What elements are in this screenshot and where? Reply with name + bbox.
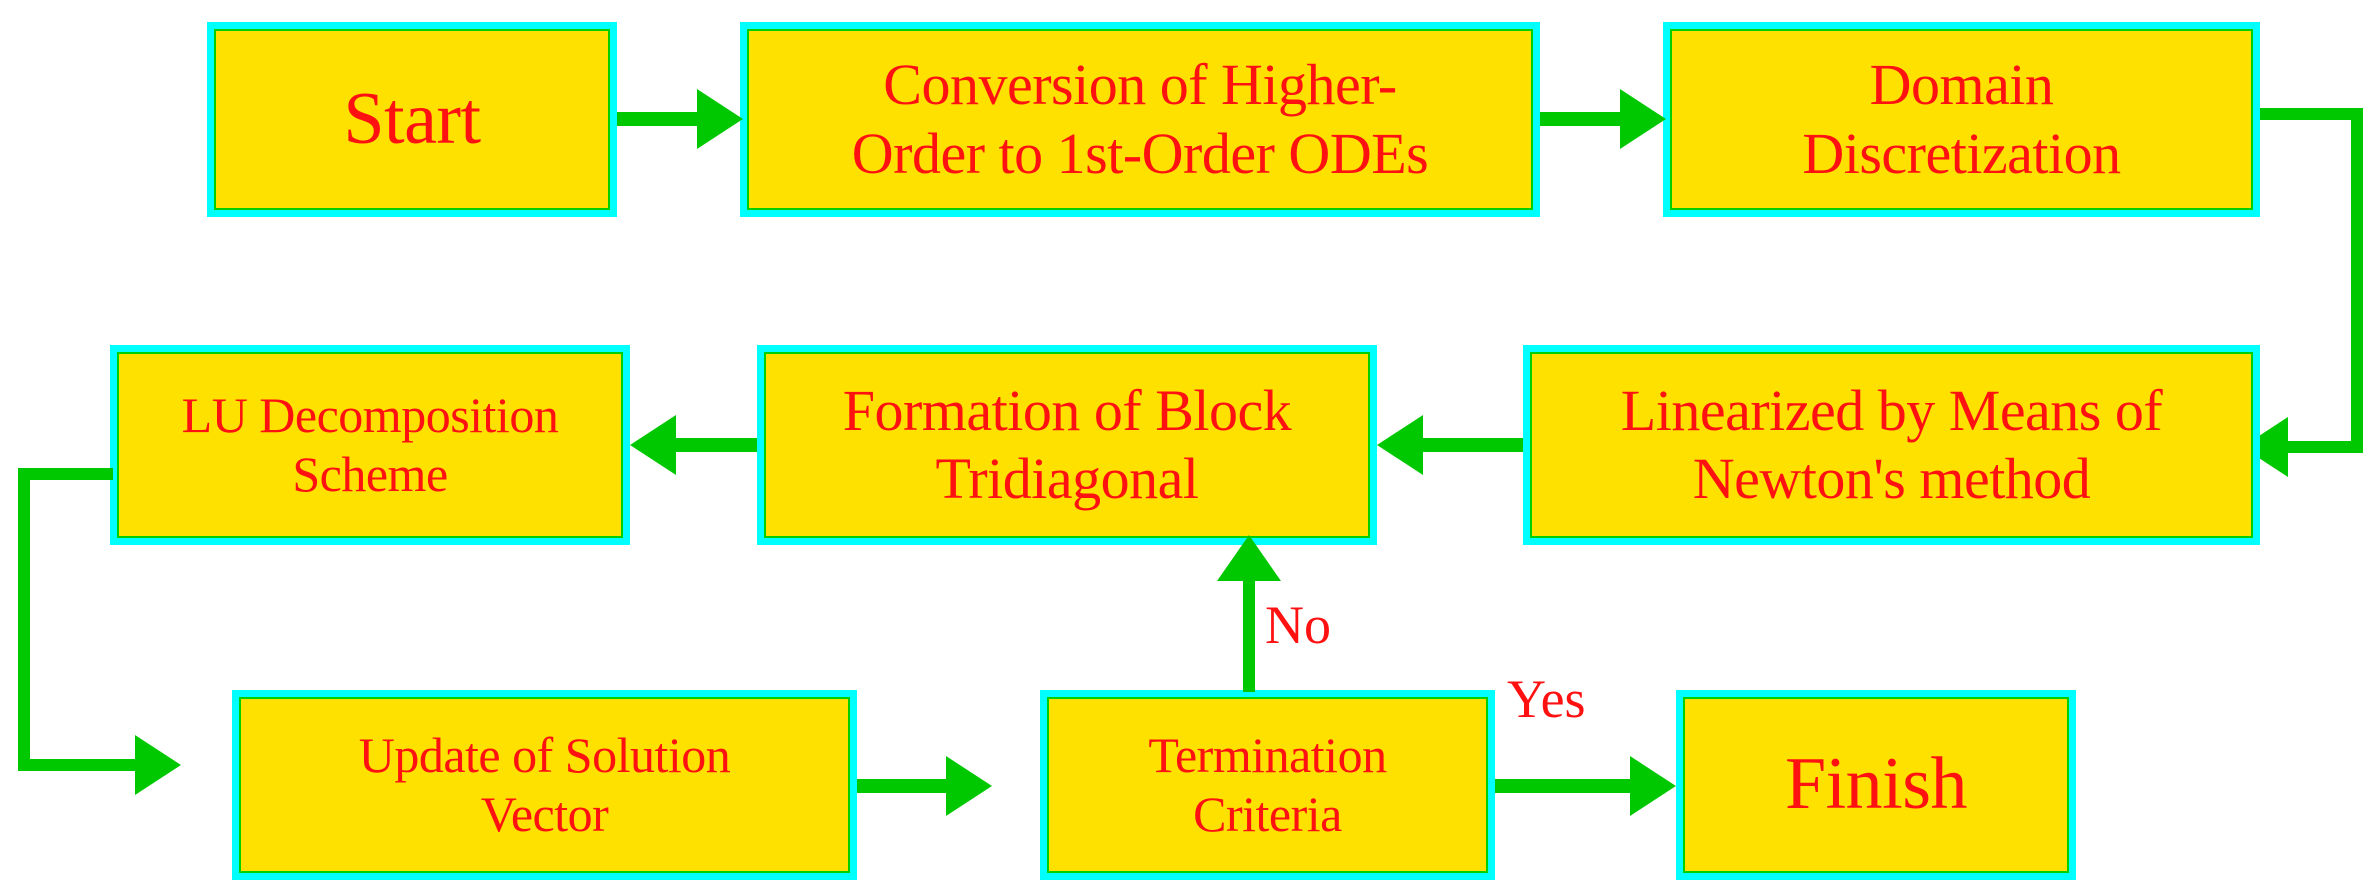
edge-label-no: No (1265, 595, 1331, 655)
arrow-linearized-to-formation-head (1377, 415, 1423, 475)
connector-linearized-to-formation (1423, 438, 1523, 452)
connector-formation-to-lu (676, 438, 757, 452)
arrow-start-to-conversion-head (697, 89, 743, 149)
arrow-termination-to-formation-head (1217, 535, 1281, 581)
node-start-label: Start (343, 77, 481, 160)
node-update-solution-vector[interactable]: Update of Solution Vector (232, 690, 857, 880)
connector-termination-to-finish (1495, 779, 1637, 793)
edge-label-yes: Yes (1507, 669, 1586, 729)
node-termination-criteria-label: Termination Criteria (1148, 727, 1387, 842)
node-formation-block-tridiagonal[interactable]: Formation of Block Tridiagonal (757, 345, 1377, 545)
arrow-lu-to-update-head (135, 735, 181, 795)
node-termination-criteria[interactable]: Termination Criteria (1040, 690, 1495, 880)
node-linearized-newton-label: Linearized by Means of Newton's method (1620, 377, 2163, 511)
connector-lu-to-update-horizontal-top (18, 468, 113, 480)
arrow-conversion-to-domain-head (1620, 89, 1666, 149)
node-conversion-label: Conversion of Higher- Order to 1st-Order… (851, 52, 1429, 186)
connector-lu-to-update-horizontal-bottom (18, 759, 138, 771)
arrow-update-to-termination-head (946, 756, 992, 816)
connector-domain-to-linearized-horizontal-bottom (2288, 441, 2363, 453)
arrow-formation-to-lu-head (630, 415, 676, 475)
node-start[interactable]: Start (207, 22, 617, 217)
connector-domain-to-linearized-horizontal-top (2260, 108, 2363, 120)
node-lu-decomposition[interactable]: LU Decomposition Scheme (110, 345, 630, 545)
connector-conversion-to-domain (1540, 112, 1624, 126)
connector-start-to-conversion (617, 112, 701, 126)
node-formation-block-tridiagonal-label: Formation of Block Tridiagonal (842, 377, 1292, 511)
connector-domain-to-linearized-vertical (2351, 108, 2363, 453)
node-domain-discretization[interactable]: Domain Discretization (1663, 22, 2260, 217)
node-finish[interactable]: Finish (1676, 690, 2076, 880)
node-lu-decomposition-label: LU Decomposition Scheme (181, 387, 559, 502)
connector-termination-to-formation-vertical (1243, 580, 1255, 692)
node-finish-label: Finish (1784, 743, 1968, 826)
connector-update-to-termination (857, 779, 950, 793)
node-conversion[interactable]: Conversion of Higher- Order to 1st-Order… (740, 22, 1540, 217)
node-update-solution-vector-label: Update of Solution Vector (358, 727, 731, 842)
connector-lu-to-update-vertical (18, 468, 30, 771)
node-linearized-newton[interactable]: Linearized by Means of Newton's method (1523, 345, 2260, 545)
node-domain-discretization-label: Domain Discretization (1802, 52, 2121, 186)
arrow-termination-to-finish-head (1630, 756, 1676, 816)
